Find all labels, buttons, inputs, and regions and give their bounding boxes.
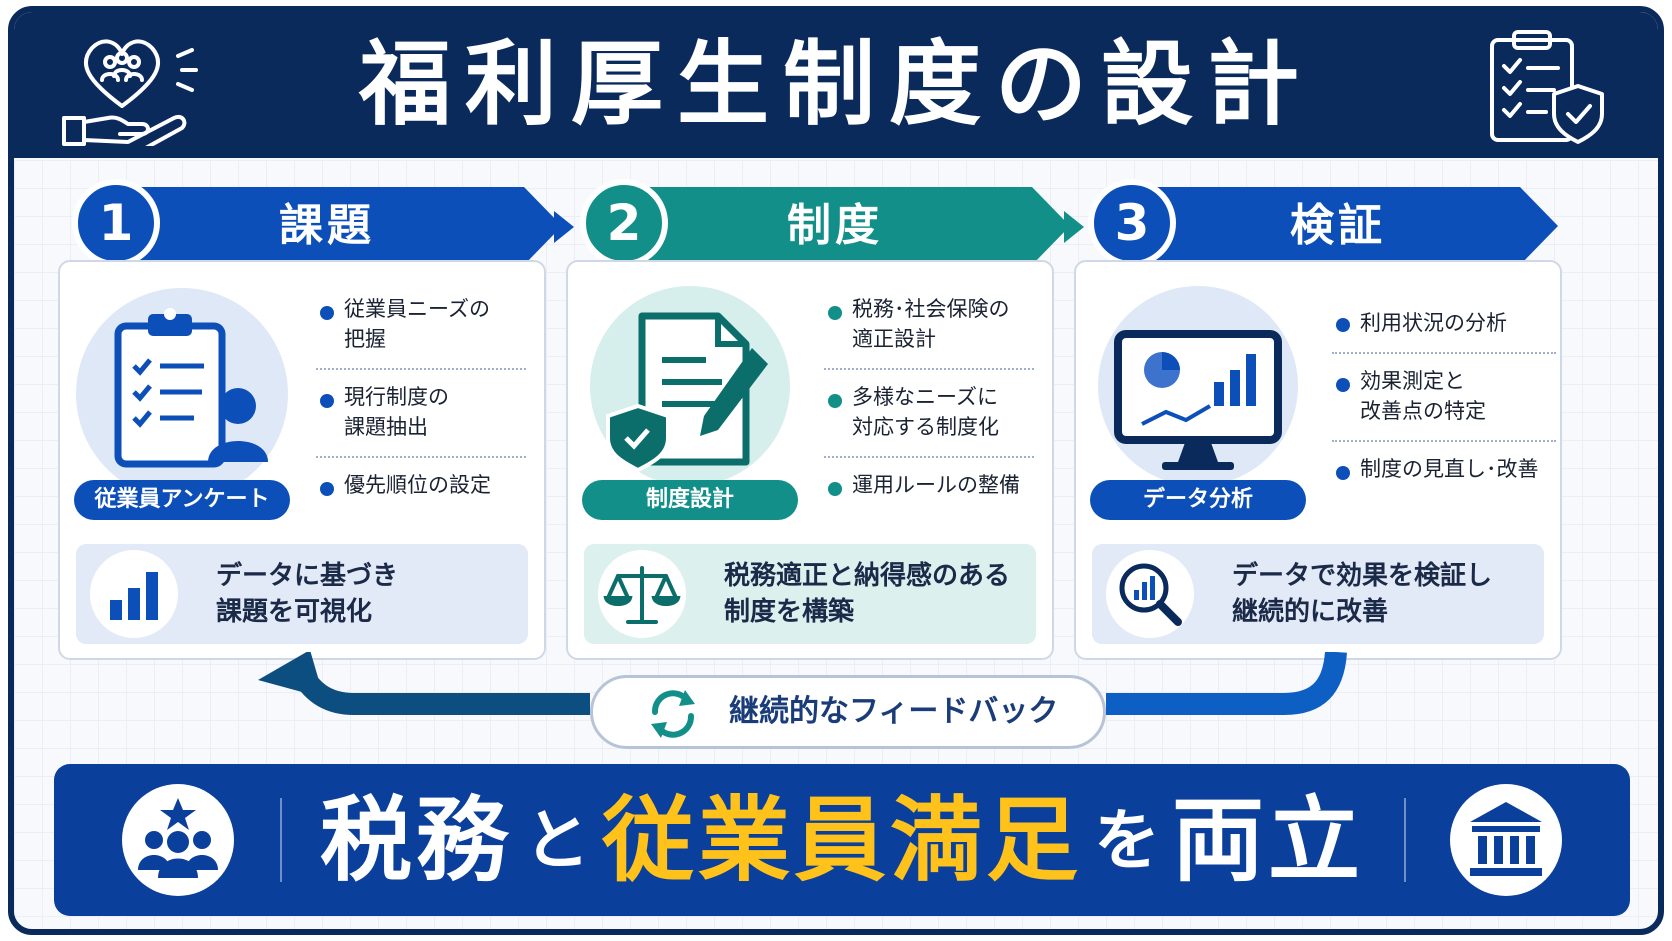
summary-box: データで効果を検証し継続的に改善 xyxy=(1092,544,1544,644)
summary-box: データに基づき課題を可視化 xyxy=(76,544,528,644)
conclusion-statement: 税務と従業員満足を両立 xyxy=(319,786,1365,894)
step-title: 制度 xyxy=(787,200,883,251)
illustration-label: 制度設計 xyxy=(582,480,798,520)
list-item: 運用ルールの整備 xyxy=(824,458,1034,514)
feedback-loop-arrow xyxy=(254,650,1434,746)
step-ribbon-2: 2 制度 xyxy=(580,179,1070,267)
step-card-1: 従業員アンケート 従業員ニーズの把握 現行制度の課題抽出 優先順位の設定 データ… xyxy=(58,260,546,660)
illustration-label: 従業員アンケート xyxy=(74,480,290,520)
step-number-badge: 2 xyxy=(580,179,668,267)
feedback-pill: 継続的なフィードバック xyxy=(590,675,1106,749)
clipboard-shield-check-icon xyxy=(1484,26,1614,150)
list-item: 制度の見直し･改善 xyxy=(1332,442,1556,498)
clipboard-person-icon xyxy=(74,286,290,502)
bullet-list: 利用状況の分析 効果測定と改善点の特定 制度の見直し･改善 xyxy=(1332,282,1556,498)
list-item: 優先順位の設定 xyxy=(316,458,526,514)
divider xyxy=(1404,798,1406,882)
step-card-2: 制度設計 税務･社会保険の適正設計 多様なニーズに対応する制度化 運用ルールの整… xyxy=(566,260,1054,660)
infographic-frame: 福利厚生制度の設計 1 課題 2 制度 3 xyxy=(8,6,1664,935)
header-bar: 福利厚生制度の設計 xyxy=(14,12,1658,158)
monitor-analytics-icon xyxy=(1090,286,1306,502)
illustration-label: データ分析 xyxy=(1090,480,1306,520)
list-item: 効果測定と改善点の特定 xyxy=(1332,354,1556,442)
summary-text: 税務適正と納得感のある制度を構築 xyxy=(724,561,1011,627)
arrow-right-icon xyxy=(1038,207,1086,251)
summary-text: データに基づき課題を可視化 xyxy=(216,561,399,627)
document-pen-shield-icon xyxy=(582,286,798,502)
bar-chart-icon xyxy=(90,550,178,638)
step-ribbon-3: 3 検証 xyxy=(1088,179,1558,267)
page-title: 福利厚生制度の設計 xyxy=(358,31,1313,138)
bullet-list: 税務･社会保険の適正設計 多様なニーズに対応する制度化 運用ルールの整備 xyxy=(824,282,1034,514)
bank-building-icon xyxy=(1450,784,1562,896)
summary-text: データで効果を検証し継続的に改善 xyxy=(1232,561,1493,627)
feedback-label: 継続的なフィードバック xyxy=(729,694,1059,729)
step-title: 課題 xyxy=(279,200,375,251)
step-number-badge: 3 xyxy=(1088,179,1176,267)
list-item: 従業員ニーズの把握 xyxy=(316,282,526,370)
list-item: 税務･社会保険の適正設計 xyxy=(824,282,1034,370)
hand-heart-people-icon xyxy=(58,26,208,152)
list-item: 現行制度の課題抽出 xyxy=(316,370,526,458)
divider xyxy=(280,798,282,882)
summary-box: 税務適正と納得感のある制度を構築 xyxy=(584,544,1036,644)
arrow-right-icon xyxy=(528,207,576,251)
list-item: 多様なニーズに対応する制度化 xyxy=(824,370,1034,458)
step-ribbon-1: 1 課題 xyxy=(72,179,562,267)
step-card-3: データ分析 利用状況の分析 効果測定と改善点の特定 制度の見直し･改善 データで… xyxy=(1074,260,1562,660)
step-number-badge: 1 xyxy=(72,179,160,267)
magnifier-chart-icon xyxy=(1106,550,1194,638)
list-item: 利用状況の分析 xyxy=(1332,282,1556,354)
refresh-cycle-icon xyxy=(645,686,701,746)
balance-scale-icon xyxy=(598,550,686,638)
people-star-icon xyxy=(122,784,234,896)
conclusion-banner: 税務と従業員満足を両立 xyxy=(54,764,1630,916)
bullet-list: 従業員ニーズの把握 現行制度の課題抽出 優先順位の設定 xyxy=(316,282,526,514)
step-title: 検証 xyxy=(1290,200,1386,251)
